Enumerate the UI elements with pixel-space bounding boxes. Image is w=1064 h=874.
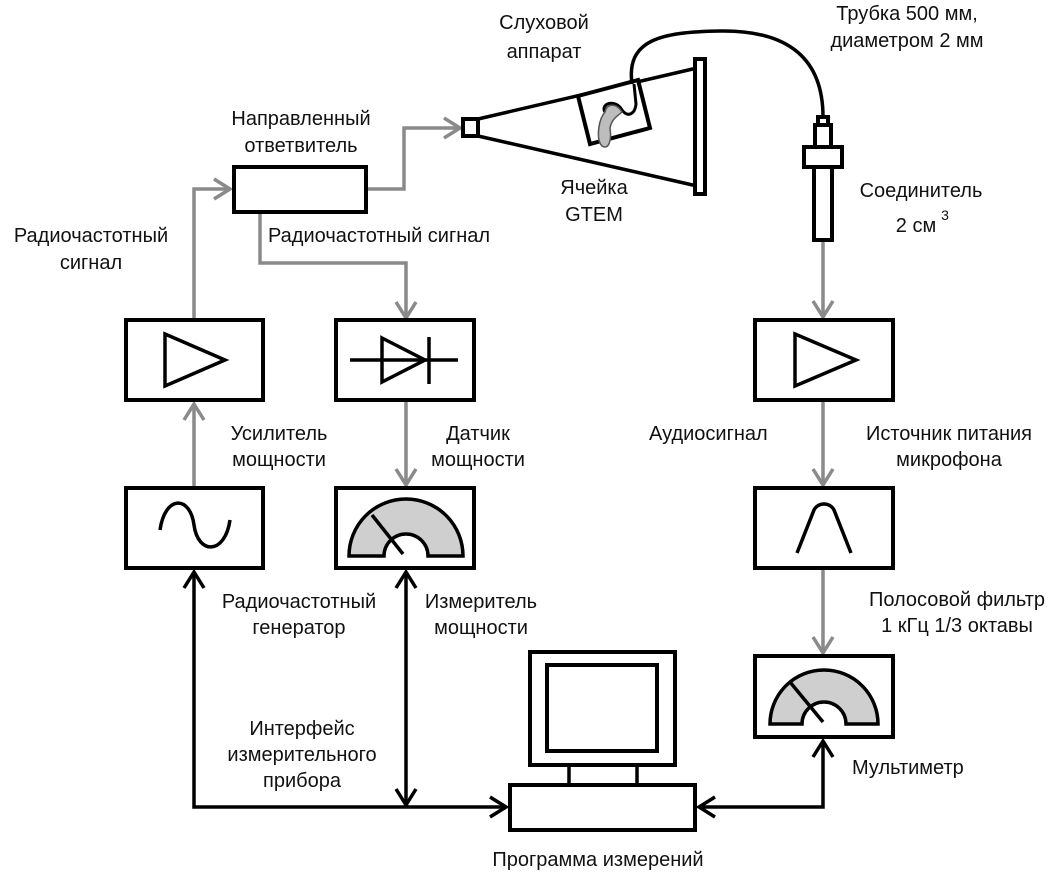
acoustic-coupler-icon	[802, 115, 844, 242]
tube-icon	[629, 29, 825, 118]
label-line: Усилитель	[231, 423, 328, 445]
label-line: Радиочастотный	[14, 225, 168, 247]
label-line: мощности	[232, 449, 326, 471]
label-line: мощности	[434, 617, 528, 639]
gauge-icon	[768, 668, 880, 726]
rf-generator-block	[124, 486, 265, 570]
directional-coupler-block	[232, 165, 368, 214]
power-amplifier-block	[124, 318, 265, 402]
arrowhead	[695, 795, 716, 819]
sine-wave-icon	[158, 501, 232, 549]
microphone-amplifier-block	[753, 318, 895, 402]
superscript: 3	[941, 207, 949, 223]
label-power-meter: Измеритель мощности	[425, 591, 537, 639]
connector-coupler-to-sensor	[258, 212, 408, 318]
connector-amp-to-coupler	[192, 187, 230, 320]
label-line: мощности	[431, 449, 525, 471]
diode-icon	[350, 335, 458, 385]
arrowhead	[182, 400, 206, 421]
amplifier-triangle-icon	[163, 331, 230, 389]
label-line: 1 кГц 1/3 октавы	[881, 615, 1033, 637]
label-multimeter: Мультиметр	[852, 757, 964, 779]
hearing-aid-icon	[575, 77, 653, 148]
label-rf-signal-mid: Радиочастотный сигнал	[268, 225, 490, 247]
bandpass-filter-block	[753, 486, 895, 570]
label-power-amplifier: Усилитель мощности	[231, 423, 328, 471]
label-coupler-2cc: Соединитель 2 см 3	[860, 180, 983, 237]
arrowhead	[811, 737, 835, 758]
arrowhead	[811, 300, 835, 321]
label-line: Полосовой фильтр	[869, 589, 1045, 611]
label-measurement-program: Программа измерений	[492, 849, 703, 871]
arrowhead	[811, 636, 835, 657]
bus-generator-computer	[192, 572, 506, 809]
label-line: Соединитель	[860, 180, 983, 202]
label-line: Измеритель	[425, 591, 537, 613]
label-line: Радиочастотный	[222, 591, 376, 613]
label-audio-signal: Аудиосигнал	[649, 423, 768, 445]
gauge-icon	[347, 497, 465, 558]
label-rf-signal-left: Радиочастотный сигнал	[14, 225, 168, 274]
connector-coupler-to-gtem	[366, 126, 460, 191]
multimeter-block	[753, 654, 895, 739]
arrowhead	[443, 116, 464, 140]
label-line: измерительного	[227, 744, 376, 766]
label-line: Источник питания	[866, 423, 1032, 445]
arrowhead	[213, 177, 234, 201]
label-line: Направленный	[231, 108, 370, 130]
label-line: генератор	[252, 617, 345, 639]
arrowhead	[811, 468, 835, 489]
bus-multimeter-computer	[699, 741, 825, 809]
label-line: 2 см	[896, 215, 936, 237]
label-line: аппарат	[507, 41, 582, 63]
label-mic-power-supply: Источник питания микрофона	[866, 423, 1032, 471]
label-gtem-cell: Ячейка GTEM	[560, 177, 628, 226]
arrowhead	[394, 568, 418, 589]
label-line: микрофона	[896, 449, 1003, 471]
label-tube: Трубка 500 мм, диаметром 2 мм	[830, 3, 983, 52]
arrowhead	[394, 468, 418, 489]
label-line: диаметром 2 мм	[830, 30, 983, 52]
power-sensor-block	[334, 318, 476, 402]
amplifier-triangle-icon	[793, 331, 861, 389]
label-hearing-aid: Слуховой аппарат	[499, 12, 589, 63]
label-line: Датчик	[446, 423, 510, 445]
label-rf-generator: Радиочастотный генератор	[222, 591, 376, 639]
label-directional-coupler: Направленный ответвитель	[231, 108, 370, 157]
label-line: ответвитель	[244, 135, 357, 157]
bandpass-curve-icon	[795, 502, 853, 554]
label-line: Интерфейс	[249, 718, 354, 740]
label-power-sensor: Датчик мощности	[431, 423, 525, 471]
label-line: Трубка 500 мм,	[836, 3, 978, 25]
label-line: прибора	[263, 770, 342, 792]
label-line: Слуховой	[499, 12, 589, 34]
label-line: Ячейка	[560, 177, 628, 199]
computer-icon	[508, 650, 697, 832]
power-meter-block	[334, 486, 476, 570]
label-bandpass-filter: Полосовой фильтр 1 кГц 1/3 октавы	[869, 589, 1045, 637]
label-line: сигнал	[60, 252, 122, 274]
label-line: GTEM	[565, 204, 623, 226]
arrowhead	[489, 795, 510, 819]
arrowhead	[182, 568, 206, 589]
arrowhead	[394, 788, 418, 809]
label-instrument-interface: Интерфейс измерительного прибора	[227, 718, 376, 792]
